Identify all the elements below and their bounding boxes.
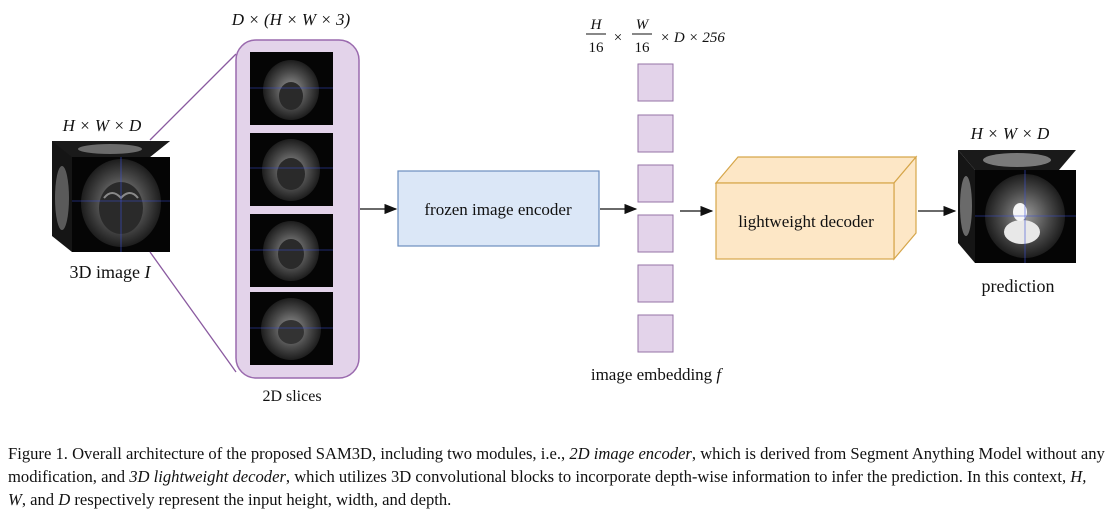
- slice-image-1: [250, 52, 333, 125]
- slice-image-4: [250, 292, 333, 365]
- encoder-block: [397, 170, 600, 247]
- slice-image-3: [250, 214, 333, 287]
- svg-text:× D × 256: × D × 256: [660, 30, 725, 46]
- input-dims-label: H × W × D: [62, 116, 142, 135]
- output-dims-label: H × W × D: [970, 124, 1050, 143]
- embedding-cell-6: [637, 314, 674, 353]
- embedding-label: image embedding f: [591, 365, 724, 384]
- svg-text:H: H: [590, 17, 603, 33]
- fan-line-bottom: [149, 251, 237, 373]
- figure-caption: Figure 1. Overall architecture of the pr…: [8, 444, 1105, 509]
- slice-image-2: [250, 133, 333, 206]
- input-image-label: 3D image I: [70, 262, 152, 282]
- prediction-label: prediction: [982, 276, 1055, 296]
- slices-dims-label: D × (H × W × 3): [231, 10, 351, 29]
- embedding-cell-1: [637, 63, 674, 102]
- svg-text:×: ×: [614, 30, 622, 46]
- slices-label: 2D slices: [262, 388, 321, 405]
- embedding-cell-3: [637, 164, 674, 203]
- embedding-dims-label: H 16 × W 16 × D × 256: [586, 17, 725, 56]
- encoder-label: frozen image encoder: [424, 200, 572, 219]
- input-volume-cube: [52, 141, 170, 252]
- prediction-volume-cube: [958, 150, 1076, 263]
- architecture-diagram: H × W × D 3D image I D × (H × W × 3) 2D …: [52, 10, 1076, 405]
- decoder-label: lightweight decoder: [738, 212, 874, 231]
- svg-text:16: 16: [635, 40, 651, 56]
- embedding-cell-4: [637, 214, 674, 253]
- svg-text:W: W: [636, 17, 650, 33]
- fan-line-top: [149, 53, 237, 141]
- decoder-block: [714, 155, 918, 261]
- embedding-cell-2: [637, 114, 674, 153]
- embedding-cell-5: [637, 264, 674, 303]
- svg-text:16: 16: [589, 40, 605, 56]
